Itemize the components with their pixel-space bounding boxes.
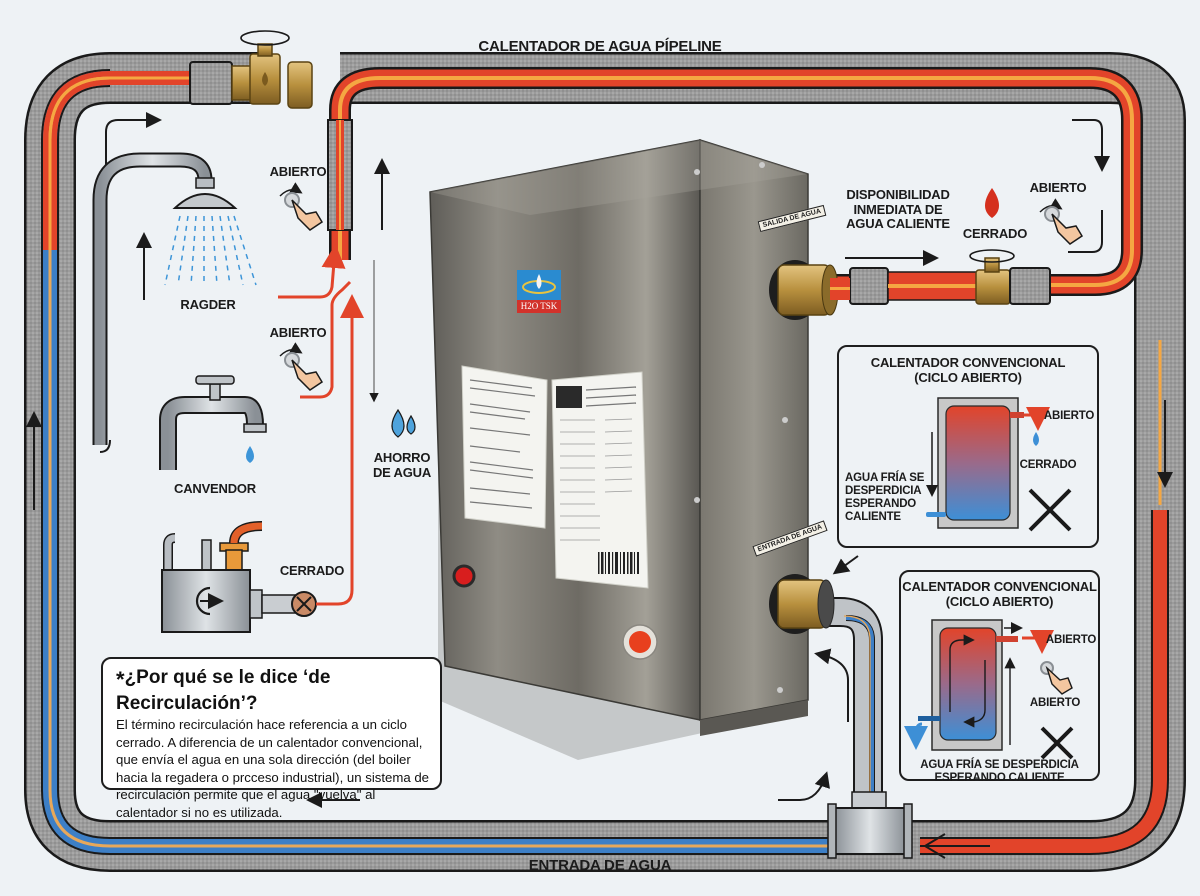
hot-supply-loop	[329, 67, 1143, 296]
hand-tap-icon-mid	[279, 342, 324, 391]
water-savings-line-1: AHORRO	[373, 450, 431, 465]
info-heading-text: ¿Por qué se le dice ‘de Recirculación’?	[116, 667, 331, 714]
panel-1-open-label: ABIERTO	[1043, 410, 1095, 422]
availability-line-3: AGUA CALIENTE	[846, 216, 950, 232]
panel-1-title-line-2: (CICLO ABIERTO)	[914, 369, 1022, 385]
panel-2-title-line-2: (CICLO ABIERTO)	[945, 593, 1054, 609]
asterisk: *	[116, 667, 125, 692]
info-body: El término recirculación hace referencia…	[116, 717, 430, 820]
hot-water-availability-label: DISPONIBILIDAD INMEDIATA DE AGUA CALIENT…	[838, 187, 958, 232]
hand-tap-icon-top	[279, 182, 324, 231]
panel-2-waste-line-1: AGUA FRÍA SE DESPERDICIA	[920, 759, 1079, 771]
panel-2-waste-line-2: ESPERANDO CALIENTE	[934, 771, 1065, 784]
panel-1-waste-line-3: ESPERANDO	[845, 497, 917, 510]
shower-label: RAGDER	[180, 297, 236, 312]
top-ball-valve	[189, 30, 313, 109]
cold-inlet-riser	[822, 597, 990, 859]
pump-valve-state-label: CERRADO	[279, 563, 345, 578]
faucet-label: CANVENDOR	[174, 481, 256, 496]
info-heading: *¿Por qué se le dice ‘de Recirculación’?	[116, 667, 430, 715]
hand-tap-icon-right	[1039, 198, 1084, 245]
panel-2-open-label-1: ABIERTO	[1045, 634, 1097, 646]
water-heater-unit	[429, 138, 850, 760]
availability-line-2: INMEDIATA DE	[853, 201, 943, 217]
conventional-heater-panel-2: CALENTADOR CONVENCIONAL (CICLO ABIERTO) …	[899, 570, 1100, 784]
panel-2-title-line-1: CALENTADOR CONVENCIONAL	[902, 579, 1097, 594]
pump-icon	[161, 521, 317, 633]
brand-logo-text: H2O TSK	[520, 301, 558, 311]
panel-1-title: CALENTADOR CONVENCIONAL (CICLO ABIERTO)	[839, 355, 1097, 385]
main-loop-pipe	[24, 52, 1186, 872]
water-savings-drops-icon	[391, 408, 416, 438]
flow-arrows	[26, 112, 1173, 808]
diagram-title: CALENTADOR DE AGUA PÍPELINE	[478, 38, 722, 55]
panel-1-waste-line-2: DESPERDICIA	[845, 484, 922, 497]
panel-2-waste-label: AGUA FRÍA SE DESPERDICIA ESPERANDO CALIE…	[901, 759, 1098, 785]
shower-icon	[92, 152, 257, 445]
faucet-icon	[99, 375, 267, 470]
panel-1-waste-label: AGUA FRÍA SE DESPERDICIA ESPERANDO CALIE…	[845, 472, 925, 524]
conventional-heater-2-diagram	[904, 619, 1074, 760]
water-inlet-label: ENTRADA DE AGUA	[528, 857, 672, 874]
availability-line-1: DISPONIBILIDAD	[846, 187, 950, 202]
water-savings-label: AHORRO DE AGUA	[362, 450, 442, 480]
panel-1-waste-line-1: AGUA FRÍA SE	[845, 472, 925, 484]
panel-2-open-label-2: ABIERTO	[1029, 697, 1081, 709]
right-valve-open-label: ABIERTO	[1029, 180, 1087, 195]
valve-top-state-label: ABIERTO	[269, 164, 327, 179]
hot-feed-lines	[278, 244, 364, 606]
hot-water-drop-icon	[985, 188, 999, 218]
conventional-heater-panel-1: CALENTADOR CONVENCIONAL (CICLO ABIERTO) …	[837, 345, 1099, 548]
water-savings-line-2: DE AGUA	[372, 464, 432, 480]
panel-1-title-line-1: CALENTADOR CONVENCIONAL	[870, 355, 1066, 370]
recirculation-info-box: *¿Por qué se le dice ‘de Recirculación’?…	[101, 657, 442, 820]
conventional-heater-1-diagram	[926, 397, 1072, 532]
panel-1-waste-line-4: CALIENTE	[845, 510, 901, 523]
panel-2-title: CALENTADOR CONVENCIONAL (CICLO ABIERTO)	[901, 579, 1098, 609]
valve-mid-state-label: ABIERTO	[269, 325, 327, 340]
panel-1-closed-label: CERRADO	[1019, 459, 1077, 471]
right-valve-closed-label: CERRADO	[962, 226, 1028, 241]
barcode	[598, 552, 639, 574]
